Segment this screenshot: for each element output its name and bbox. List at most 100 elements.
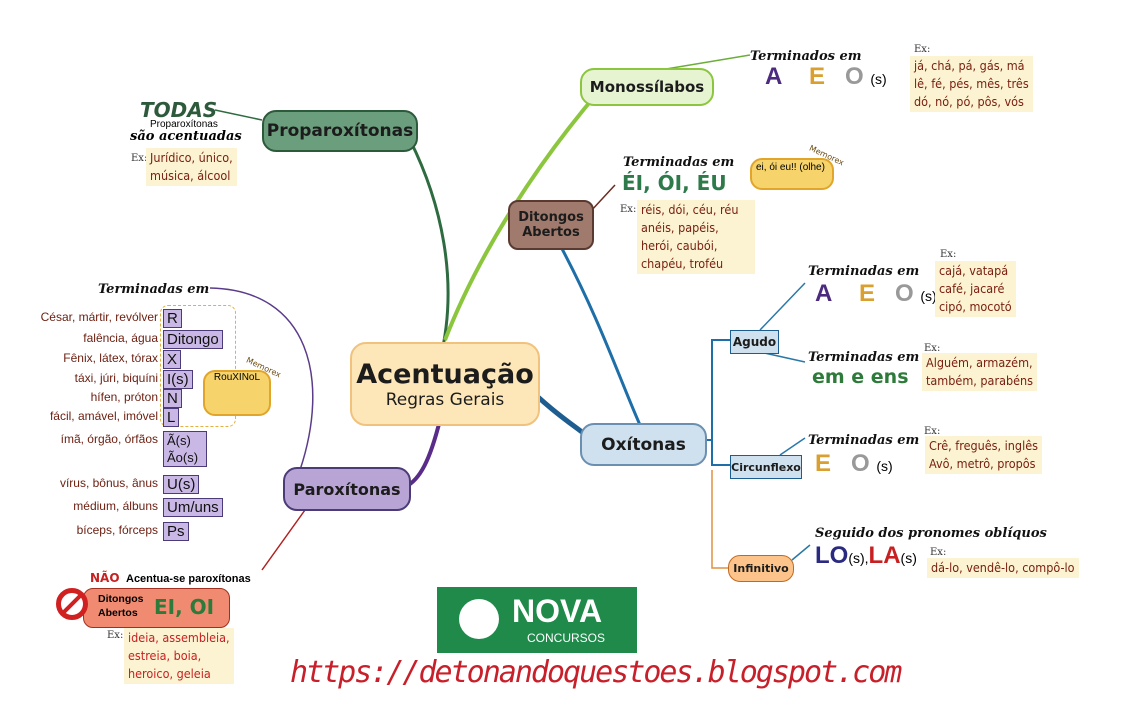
memo-text: RouXINoL (213, 372, 261, 383)
agudo-node[interactable]: Agudo (730, 330, 779, 354)
nova-concursos-logo: NOVA CONCURSOS (437, 587, 637, 653)
ditongos-examples: réis, dói, céu, réu anéis, papéis, herói… (637, 200, 755, 274)
abertos-label: Abertos (522, 225, 580, 240)
ditongos-endings: ÉI, ÓI, ÉU (622, 171, 727, 195)
proparoxitonas-node[interactable]: Proparoxítonas (262, 110, 418, 152)
ending-s: (s), (848, 550, 869, 566)
ending-lo: LO (815, 542, 849, 569)
terminadas-label: Terminadas em (623, 155, 735, 170)
blog-url[interactable]: https://detonandoquestoes.blogspot.com (290, 655, 902, 690)
abertos-label: Abertos (98, 607, 138, 619)
oxitonas-node[interactable]: Oxítonas (580, 423, 707, 466)
example-line: Crê, freguês, inglês (929, 438, 1038, 453)
rouxinol-memorex: RouXINoL (203, 370, 271, 416)
example-line: herói, caubói, (641, 238, 718, 253)
infinitivo-endings: LO(s),LA(s) (815, 542, 917, 570)
example-line: dó, nó, pó, pôs, vós (914, 94, 1024, 109)
example-line: cipó, mocotó (939, 299, 1012, 314)
ex-label: Ex: (924, 343, 941, 354)
nao-label: NÃO (90, 571, 120, 585)
row-example: falência, água (83, 331, 158, 345)
proparoxitonas-examples: Jurídico, único, música, álcool (146, 148, 237, 186)
ending-o: O (895, 280, 914, 307)
example-line: Avô, metrô, propôs (929, 456, 1036, 471)
ex-label: Ex: (107, 630, 124, 641)
todas-label: TODAS (140, 98, 218, 122)
rouxinol-dashed-box (160, 305, 236, 427)
example-line: cajá, vatapá (939, 263, 1009, 278)
agudo-examples: cajá, vatapá café, jacaré cipó, mocotó (935, 261, 1016, 317)
proparoxitonas-line1: Proparoxítonas (150, 119, 218, 130)
ditongos-abertos-node[interactable]: Ditongos Abertos (508, 200, 594, 250)
ending-tag: N (163, 389, 182, 408)
circunflexo-examples: Crê, freguês, inglês Avô, metrô, propôs (925, 436, 1042, 474)
ending-e: E (815, 450, 832, 477)
example-line: ideia, assembleia, (128, 630, 230, 645)
paroxitonas-node[interactable]: Paroxítonas (283, 467, 411, 511)
ending-tag: L (163, 408, 180, 427)
example-line: música, álcool (150, 168, 231, 183)
ending-a: A (815, 280, 833, 307)
nao-endings: EI, OI (154, 595, 215, 619)
memorex-bubble: ei, ói eu!! (olhe) (750, 158, 834, 190)
example-line: heroico, geleia (128, 666, 211, 681)
terminadas-label: Terminadas em (98, 282, 210, 297)
monossilabos-endings: A E O (s) (765, 63, 887, 91)
ex-label: Ex: (914, 44, 931, 55)
ending-tag: R (163, 309, 182, 328)
monossilabos-node[interactable]: Monossílabos (580, 68, 714, 106)
row-example: médium, álbuns (73, 499, 158, 513)
example-line: café, jacaré (939, 281, 1005, 296)
central-subtitle: Regras Gerais (385, 389, 505, 410)
row-example: Fênix, látex, tórax (63, 351, 158, 365)
ditongos-label: Ditongos (518, 210, 584, 225)
example-line: estreia, boia, (128, 648, 202, 663)
row-example: ímã, órgão, órfãos (60, 432, 158, 446)
circunflexo-node[interactable]: Circunflexo (730, 455, 802, 479)
seguido-label: Seguido dos pronomes oblíquos (815, 526, 1047, 541)
ending-tag: Ã(s) Ão(s) (163, 431, 207, 467)
ending-tag: Ditongo (163, 330, 223, 349)
ex-label: Ex: (930, 547, 947, 558)
ex-label: Ex: (620, 204, 637, 215)
logo-name: NOVA (512, 593, 603, 629)
example-line: chapéu, troféu (641, 256, 724, 271)
ending-tag: Ps (163, 522, 189, 541)
example-line: já, chá, pá, gás, má (914, 58, 1025, 73)
ex-label: Ex: (924, 426, 941, 437)
row-example: bíceps, fórceps (76, 523, 158, 537)
central-node[interactable]: Acentuação Regras Gerais (350, 342, 540, 426)
nao-examples: ideia, assembleia, estreia, boia, heroic… (124, 628, 234, 684)
ending-tag: U(s) (163, 475, 200, 494)
proparoxitonas-line2: são acentuadas (130, 129, 242, 144)
ex-label: Ex: (940, 249, 957, 260)
ending-s: (s) (870, 71, 887, 87)
ending-e: E (809, 63, 826, 90)
ending-s: (s) (876, 458, 893, 474)
agudo-endings: A E O (s) (815, 280, 937, 308)
monossilabos-examples: já, chá, pá, gás, má lê, fé, pés, mês, t… (910, 56, 1033, 112)
prohibited-icon (56, 588, 88, 620)
ending-tag: I(s) (163, 370, 193, 389)
row-example: táxi, júri, biquíni (74, 371, 158, 385)
example-line: dá-lo, vendê-lo, compô-lo (931, 560, 1075, 575)
ending-o: O (851, 450, 870, 477)
central-title: Acentuação (356, 358, 534, 390)
em-examples: Alguém, armazém, também, parabéns (922, 353, 1038, 391)
row-example: vírus, bônus, ânus (59, 476, 158, 490)
circunflexo-endings: E O (s) (815, 450, 893, 478)
leaf-icon (459, 599, 499, 639)
nao-box: Ditongos Abertos EI, OI (83, 588, 230, 628)
infinitivo-node[interactable]: Infinitivo (728, 555, 794, 582)
terminadas-label: Terminadas em (808, 264, 920, 279)
ending-la: LA (868, 542, 901, 569)
row-example: hífen, próton (90, 390, 158, 404)
infinitivo-examples: dá-lo, vendê-lo, compô-lo (927, 558, 1079, 578)
ending-tag: Um/uns (163, 498, 223, 517)
ex-label: Ex: (131, 153, 148, 164)
logo-sub: CONCURSOS (527, 631, 606, 645)
ending-tag: X (163, 350, 182, 369)
em-ens-endings: em e ens (812, 366, 909, 388)
terminadas-label: Terminadas em (808, 350, 920, 365)
row-example: César, mártir, revólver (40, 310, 158, 324)
